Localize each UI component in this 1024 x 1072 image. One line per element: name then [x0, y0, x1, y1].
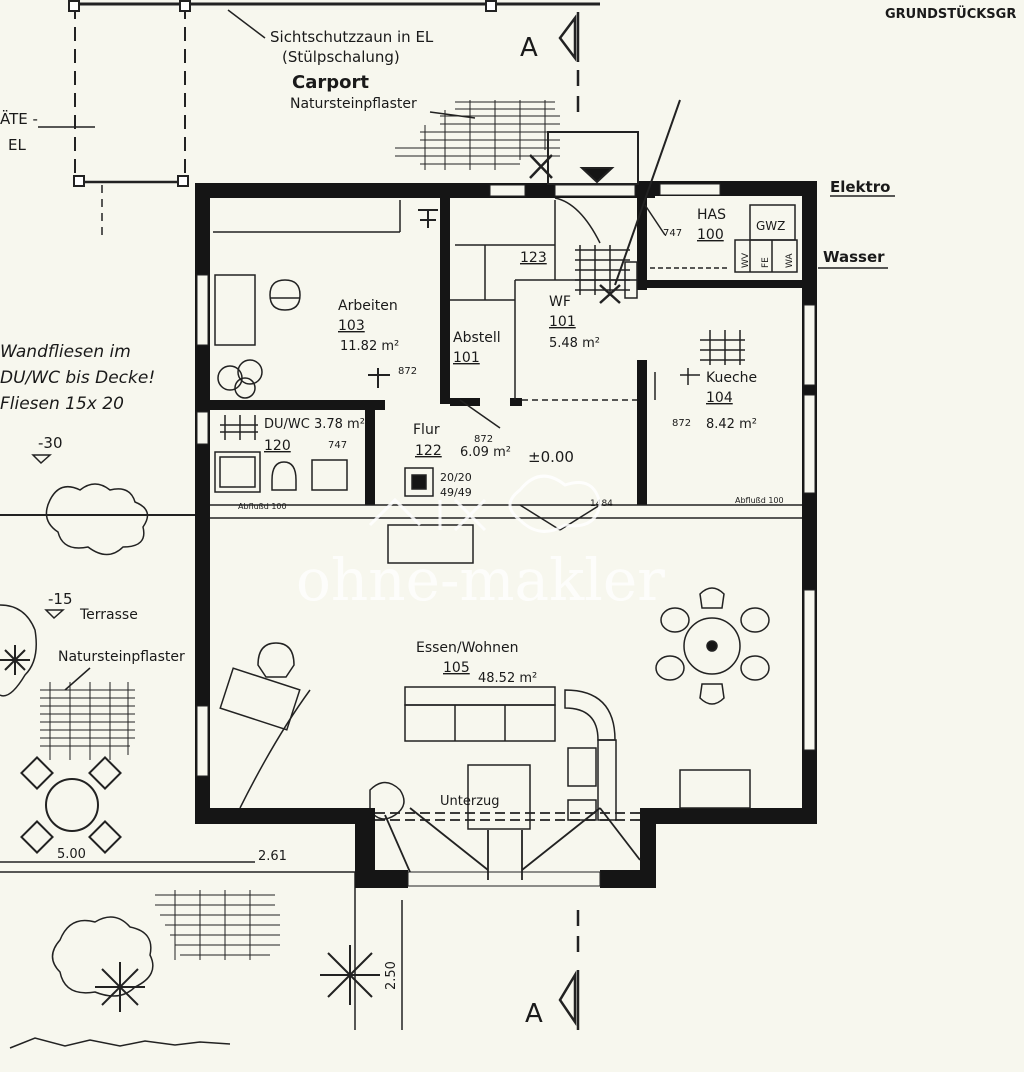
room-area-arbeiten: 11.82 m²: [340, 339, 399, 354]
chimney-size-2: 49/49: [440, 486, 472, 499]
room-name-kueche: Kueche: [706, 370, 757, 386]
tile-note-1: Wandfliesen im: [0, 342, 131, 362]
door-width-4: 747: [328, 440, 347, 451]
level-mark-2: -15: [48, 590, 73, 608]
fence-note-1: Sichtschutzzaun in EL: [270, 28, 434, 46]
room-number-flur: 122: [415, 443, 442, 459]
door-width-2: 747: [663, 228, 682, 239]
room-name-flur: Flur: [413, 422, 440, 438]
carport: [38, 0, 600, 235]
sym-wv: WV: [741, 252, 751, 268]
sill-mid: 1484: [590, 499, 613, 509]
room-name-abstell: Abstell: [453, 330, 501, 346]
carport-title: Carport: [292, 72, 369, 93]
door-width-5: 872: [672, 418, 691, 429]
front-doors: [375, 807, 641, 880]
terrace-paving-label: Natursteinpflaster: [58, 649, 185, 665]
entrance-porch: [529, 99, 681, 304]
dim-width: 5.00: [57, 847, 86, 862]
office-furniture: [213, 200, 438, 388]
dimension-lines-left: [0, 861, 403, 1030]
room-area-flur: 6.09 m²: [460, 445, 511, 460]
sill-right: Abflußd 100: [735, 496, 784, 505]
kitchen-fixtures: [654, 330, 745, 400]
tile-note-2: DU/WC bis Decke!: [0, 368, 155, 388]
carport-paving: Natursteinpflaster: [290, 96, 417, 112]
dim-offset: 2.61: [258, 849, 287, 864]
room-number-has: 100: [697, 227, 724, 243]
terrace-table: [20, 756, 122, 854]
level-mark-1: -30: [38, 434, 63, 452]
sill-left: Abflußd 100: [238, 502, 287, 511]
garage-note-2: EL: [8, 136, 26, 154]
room-number-123: 123: [520, 250, 547, 266]
room-area-kueche: 8.42 m²: [706, 417, 757, 432]
room-number-essen-wohnen: 105: [443, 660, 470, 676]
chimney-size-1: 20/20: [440, 471, 472, 484]
room-number-kueche: 104: [706, 390, 733, 406]
section-marker-bottom: [558, 910, 580, 1030]
garden-shrubs: [0, 359, 405, 1049]
stair: [554, 197, 638, 299]
bathroom-fixtures: [214, 415, 348, 493]
level-triangle-2: [44, 609, 65, 620]
room-number-wf: 101: [549, 314, 576, 330]
tile-note-3: Fliesen 15x 20: [0, 394, 124, 414]
utility-room: [644, 204, 798, 273]
section-marker-top: [558, 12, 580, 120]
chimney: [404, 399, 501, 497]
plot-label: GRUNDSTÜCKSGR: [885, 6, 1016, 22]
dining-table: [655, 587, 770, 705]
gas-meter-label: GWZ: [756, 219, 785, 233]
paving-hatch-top: [395, 100, 560, 170]
paving-hatch-bottom: [155, 890, 280, 960]
room-area-wf: 5.48 m²: [549, 336, 600, 351]
watermark-text: ohne-makler: [296, 546, 665, 614]
fence-note-2: (Stülpschalung): [282, 48, 400, 66]
water-label: Wasser: [823, 248, 885, 266]
level-triangle-1: [31, 454, 52, 465]
electric-label: Elektro: [830, 178, 890, 196]
paving-hatch-terrace: [40, 682, 135, 760]
room-name-essen-wohnen: Essen/Wohnen: [416, 640, 518, 656]
room-number-du-wc: 120: [264, 438, 291, 454]
section-label-bottom: A: [525, 999, 543, 1029]
watermark-logo: [368, 474, 602, 533]
door-width-1: 872: [398, 366, 417, 377]
terrace-leader: [64, 667, 91, 691]
room-number-abstell: 101: [453, 350, 480, 366]
room-name-wf: WF: [549, 294, 571, 310]
living-furniture: [219, 504, 751, 830]
sym-wa: WA: [785, 253, 795, 268]
room-area-essen-wohnen: 48.52 m²: [478, 671, 537, 686]
terrace-label: Terrasse: [79, 607, 138, 623]
interior-walls: [210, 196, 802, 505]
thin-partitions: [210, 200, 802, 519]
garage-note-1: ÄTE -: [0, 109, 38, 128]
room-number-arbeiten: 103: [338, 318, 365, 334]
section-label-top: A: [520, 33, 538, 63]
dim-depth: 2.50: [384, 961, 399, 990]
room-name-has: HAS: [697, 207, 726, 223]
windows: [196, 183, 816, 887]
room-name-arbeiten: Arbeiten: [338, 298, 398, 314]
level-zero: ±0.00: [528, 448, 574, 466]
room-name-du-wc: DU/WC 3.78 m²: [264, 417, 365, 432]
sym-fe: FE: [761, 257, 771, 268]
door-width-3: 872: [474, 434, 493, 445]
beam-label: Unterzug: [440, 794, 500, 809]
